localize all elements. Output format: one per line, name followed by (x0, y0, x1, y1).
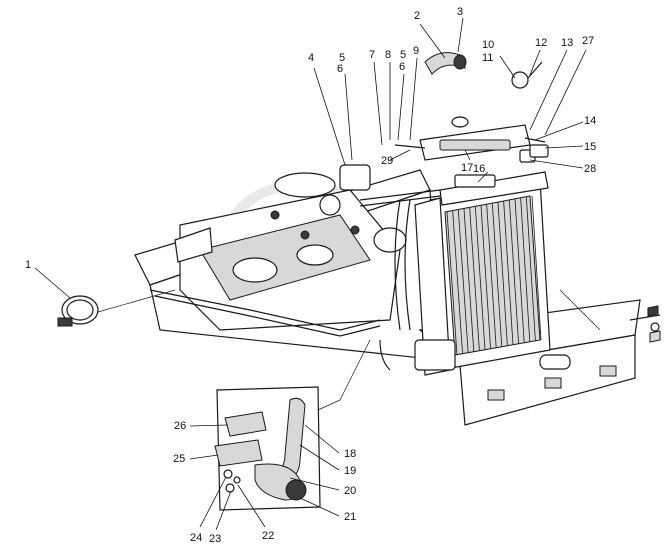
callout-11: 11 (482, 52, 494, 64)
radiator-fin (503, 201, 514, 346)
radiator-fin (463, 208, 475, 353)
callout-13: 13 (561, 37, 574, 49)
callout-19: 19 (344, 465, 357, 477)
callout-29: 29 (381, 155, 394, 167)
callout-17: 17 (461, 162, 474, 174)
callout-7: 7 (369, 49, 376, 61)
callout-28: 28 (584, 163, 597, 175)
callout-21: 21 (344, 511, 357, 523)
callout-4: 4 (308, 52, 315, 64)
callout-6b: 6 (399, 61, 406, 73)
callout-25: 25 (173, 453, 186, 465)
mounting-bolt (629, 305, 661, 343)
radiator-fin (508, 200, 519, 345)
radiator-fin (486, 204, 497, 349)
callout-16: 16 (473, 163, 486, 175)
radiator (414, 171, 551, 376)
callout-1: 1 (25, 259, 32, 271)
callout-6a: 6 (337, 63, 344, 75)
callout-18: 18 (344, 448, 357, 460)
callout-15: 15 (584, 141, 597, 153)
callout-10: 10 (482, 39, 495, 51)
radiator-fin (457, 209, 469, 354)
radiator-fin (446, 211, 458, 356)
callout-8: 8 (385, 49, 392, 61)
callout-24: 24 (190, 532, 203, 544)
upper-hose-part (424, 52, 467, 75)
hoses (149, 189, 441, 371)
callout-5b: 5 (400, 49, 407, 61)
callout-14: 14 (584, 115, 597, 127)
hose-clamp-left (57, 289, 176, 327)
callout-12: 12 (535, 37, 548, 49)
callout-5a: 5 (339, 52, 346, 64)
callout-9: 9 (413, 45, 420, 57)
radiator-fin (491, 203, 503, 348)
radiator-fin (531, 195, 542, 341)
engine-block (174, 164, 407, 331)
callout-2: 2 (414, 10, 421, 22)
leader-lines (34, 17, 587, 531)
callout-22: 22 (262, 530, 275, 542)
radiator-fin (520, 198, 531, 343)
callout-26: 26 (174, 420, 187, 432)
callout-23: 23 (209, 533, 222, 545)
radiator-fin (525, 197, 536, 342)
callout-3: 3 (457, 6, 464, 18)
radiator-fin (497, 202, 508, 347)
radiator-fin (452, 210, 463, 355)
hose-clamp-top (511, 61, 543, 89)
callout-27: 27 (582, 35, 595, 47)
radiator-fin (480, 205, 491, 350)
top-tank-assembly (394, 116, 549, 163)
callout-20: 20 (344, 485, 357, 497)
radiator-fin (514, 199, 525, 344)
radiator-fin (469, 207, 480, 352)
radiator-fin (474, 206, 486, 351)
